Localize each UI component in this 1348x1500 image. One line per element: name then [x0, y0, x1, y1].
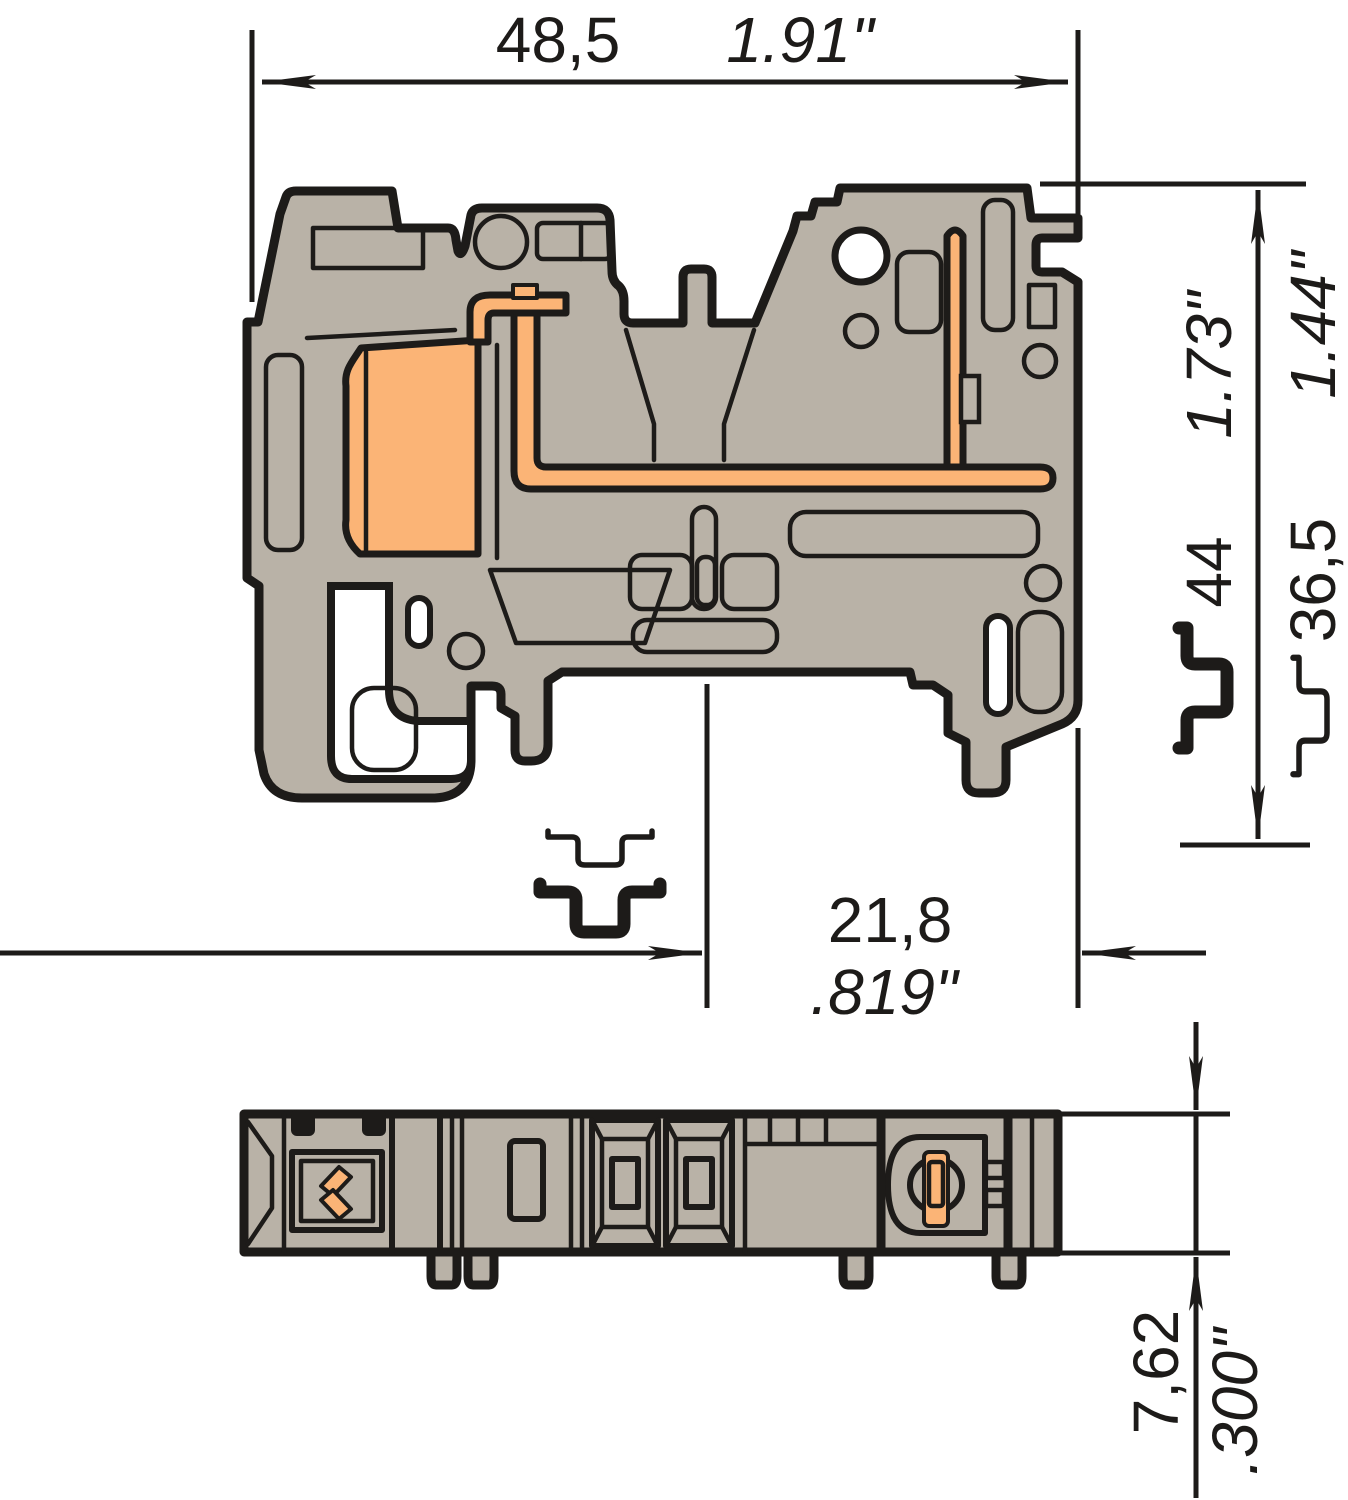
right-foot-pocket	[1015, 609, 1065, 715]
marking-hole	[831, 226, 891, 286]
partition-slot	[689, 504, 719, 612]
funnel-outer	[663, 1117, 735, 1249]
detail-pocket-1	[894, 249, 944, 335]
latch-notch-1	[291, 1110, 315, 1136]
base-pocket-2	[694, 554, 718, 608]
funnel-mid	[673, 1136, 725, 1230]
funnel-diagonals	[589, 1117, 661, 1249]
din-rail-15-profile-icon	[545, 828, 655, 868]
latch-notch-2	[362, 1110, 386, 1136]
funnel-diagonals	[663, 1117, 735, 1249]
top-rib-lines	[744, 1111, 880, 1147]
busbar-main	[510, 309, 1057, 493]
detail-circle-right	[1021, 342, 1059, 380]
foot-finger-detail	[349, 685, 419, 773]
cavity-top-line	[304, 327, 458, 341]
right-foot-circle	[1023, 563, 1063, 603]
pitch-mm-label: 7,62	[1120, 1310, 1192, 1435]
funnel-inner	[609, 1156, 641, 1210]
detail-circle-top	[472, 213, 530, 271]
foot-slot-cutout	[405, 595, 433, 649]
offset-mm-label: 21,8	[828, 884, 953, 956]
dim-overall-width: 48,5 1.91"	[249, 4, 1081, 302]
detail-pocket-2	[980, 197, 1016, 333]
base-pocket-3	[719, 552, 780, 612]
width-mm-label: 48,5	[496, 4, 621, 76]
mounting-foot	[991, 1247, 1027, 1290]
marker-slot	[507, 1138, 546, 1222]
detail-rect-top	[534, 220, 614, 262]
funnel-inner	[683, 1156, 715, 1210]
test-port-d-opening	[885, 1134, 988, 1236]
detail-circle-mid	[842, 312, 880, 350]
dim-pitch: 7,62 .300"	[1058, 1022, 1271, 1498]
mounting-foot	[463, 1247, 499, 1290]
base-pocket-1	[627, 552, 695, 612]
detail-channel	[787, 509, 1041, 559]
top-view	[239, 1109, 1063, 1290]
clamp-spring-block	[342, 336, 482, 558]
offset-in-label: .819"	[810, 956, 961, 1028]
wire-entry-funnel-1	[589, 1117, 661, 1249]
end-chamfer-lines	[245, 1119, 275, 1247]
detail-rect-topleft	[310, 225, 426, 271]
din-rail-35-profile-icon	[533, 877, 667, 939]
height-total-in-label: 1.73"	[1173, 288, 1245, 439]
jumper-recess-inner	[298, 1158, 376, 1224]
din-rail-35-profile-icon	[1172, 621, 1234, 755]
clamp-cavity-floor	[487, 567, 673, 646]
din-rail-15-profile-icon	[1290, 654, 1330, 778]
wire-entry-funnel-2	[663, 1117, 735, 1249]
pitch-in-label: .300"	[1199, 1325, 1271, 1476]
funnel-mid	[599, 1136, 651, 1230]
jumper-recess-outer	[289, 1149, 385, 1233]
foot-circle-detail	[446, 631, 486, 671]
contact-clip	[958, 373, 982, 425]
test-plug-contact	[943, 226, 967, 471]
mounting-foot	[426, 1247, 462, 1290]
base-pocket-4	[630, 617, 780, 655]
left-wall-detail	[263, 352, 305, 553]
height-rail-in-label: 1.44"	[1277, 248, 1348, 399]
topview-contact-inner	[926, 1159, 946, 1209]
funnel-outer	[589, 1117, 661, 1249]
right-foot-slot-cutout	[983, 613, 1013, 717]
height-rail-mm-label: 36,5	[1277, 518, 1348, 643]
busbar-feed-band	[466, 291, 570, 346]
mounting-foot	[838, 1247, 874, 1290]
wire-funnel-lines	[623, 327, 757, 463]
height-total-mm-label: 44	[1173, 536, 1245, 607]
detail-pocket-3	[1026, 282, 1058, 330]
busbar-tab	[511, 283, 539, 300]
side-section-view	[242, 183, 1083, 803]
clamp-chevron-2	[319, 1188, 353, 1221]
dim-rail-offset: 21,8 .819"	[0, 684, 1206, 1028]
rail-slot-cutout	[327, 582, 475, 783]
dim-heights: 1.73" 44 1.44" 36,5	[1040, 181, 1348, 848]
width-in-label: 1.91"	[726, 4, 877, 76]
